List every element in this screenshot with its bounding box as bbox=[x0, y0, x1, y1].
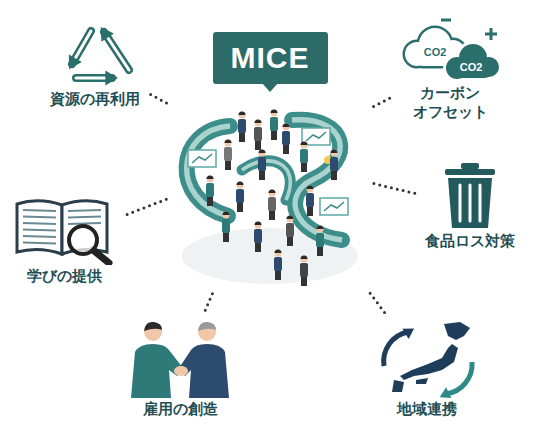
theme-label: 地域連携 bbox=[372, 398, 482, 421]
dotted-connector bbox=[370, 293, 386, 315]
dotted-connector bbox=[204, 294, 213, 315]
book-icon bbox=[9, 190, 119, 265]
co2-label: CO2 bbox=[424, 46, 447, 58]
hand-icon bbox=[125, 318, 235, 398]
dotted-connector bbox=[374, 184, 418, 194]
recycle-icon bbox=[45, 18, 145, 88]
dotted-connector bbox=[149, 93, 167, 103]
speech-bubble: MICE bbox=[213, 32, 328, 84]
theme-label: カーボン オフセット bbox=[395, 82, 505, 124]
map-icon bbox=[372, 318, 482, 398]
theme-item: 雇用の創造 bbox=[125, 318, 235, 421]
theme-item: 資源の再利用 bbox=[45, 18, 145, 111]
theme-item: 地域連携 bbox=[372, 318, 482, 421]
mice-hub: MICE bbox=[170, 28, 370, 290]
co2-icon bbox=[395, 12, 505, 82]
theme-label: 学びの提供 bbox=[8, 265, 120, 288]
theme-label: 食品ロス対策 bbox=[422, 230, 518, 253]
co2-label: CO2 bbox=[460, 61, 483, 73]
theme-item: カーボン オフセット bbox=[395, 12, 505, 124]
trash-icon bbox=[425, 160, 515, 230]
theme-label: 資源の再利用 bbox=[45, 88, 145, 111]
dotted-connector bbox=[124, 199, 167, 215]
theme-item: 学びの提供 bbox=[8, 190, 120, 288]
theme-label: 雇用の創造 bbox=[125, 398, 235, 421]
dotted-connector bbox=[374, 97, 392, 106]
theme-item: 食品ロス対策 bbox=[422, 160, 518, 253]
